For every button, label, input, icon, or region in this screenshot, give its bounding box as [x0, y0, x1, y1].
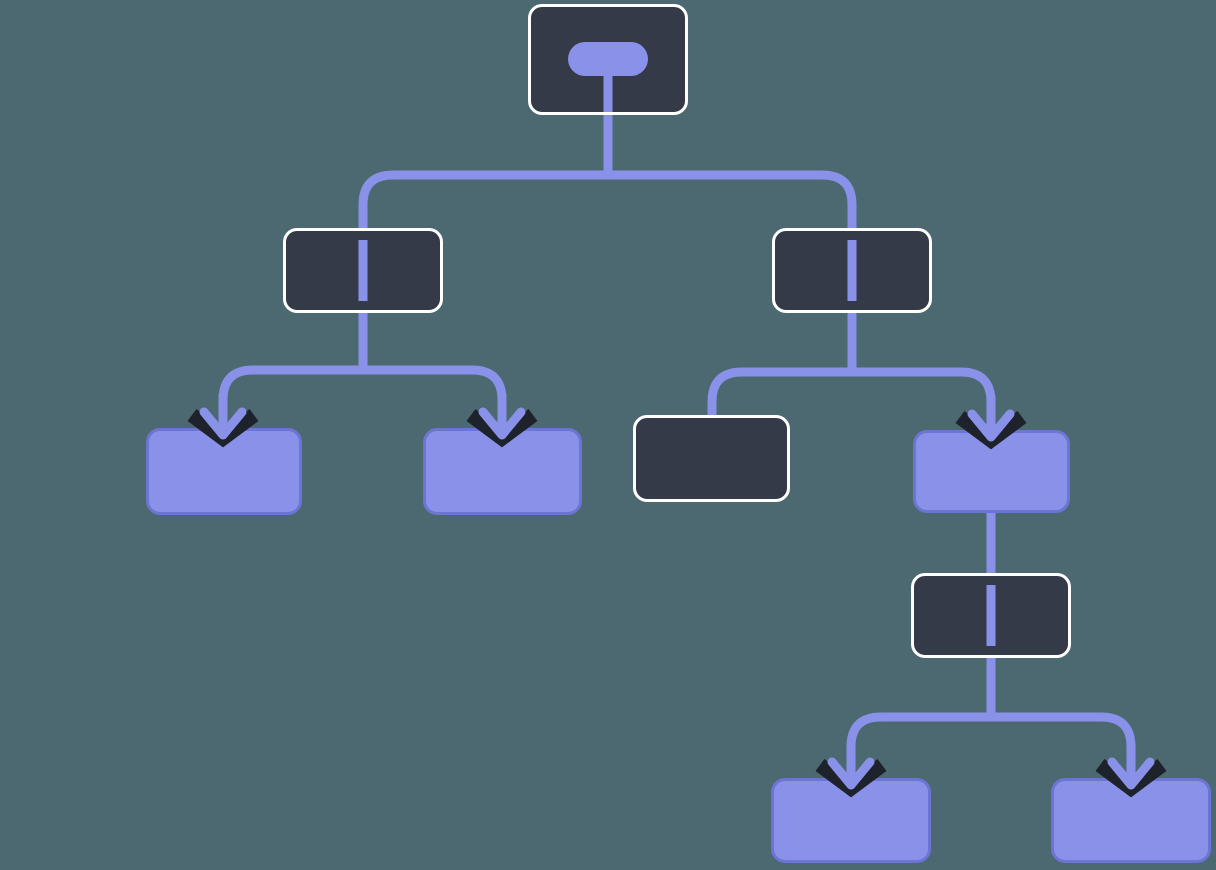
node-leaf-bottom-1[interactable] [771, 778, 931, 863]
node-branch-right[interactable] [772, 228, 932, 313]
node-leaf-dark[interactable] [633, 415, 790, 502]
edge-root-split [358, 170, 857, 232]
node-leaf-left-1[interactable] [146, 428, 302, 515]
node-branch-bottom[interactable] [911, 573, 1071, 658]
branch-right-line-icon [847, 240, 857, 301]
edge-branch-bottom-split [846, 712, 1136, 782]
branch-bottom-line-icon [986, 585, 996, 646]
node-leaf-bottom-2[interactable] [1051, 778, 1211, 863]
node-leaf-left-2[interactable] [423, 428, 582, 515]
node-branch-left[interactable] [283, 228, 443, 313]
edge-branch-left-split [218, 365, 507, 432]
root-pill-icon [568, 42, 648, 76]
root-pill-stem [603, 71, 613, 112]
node-purple-mid[interactable] [913, 430, 1070, 513]
node-root[interactable] [528, 4, 688, 115]
branch-left-line-icon [358, 240, 368, 301]
